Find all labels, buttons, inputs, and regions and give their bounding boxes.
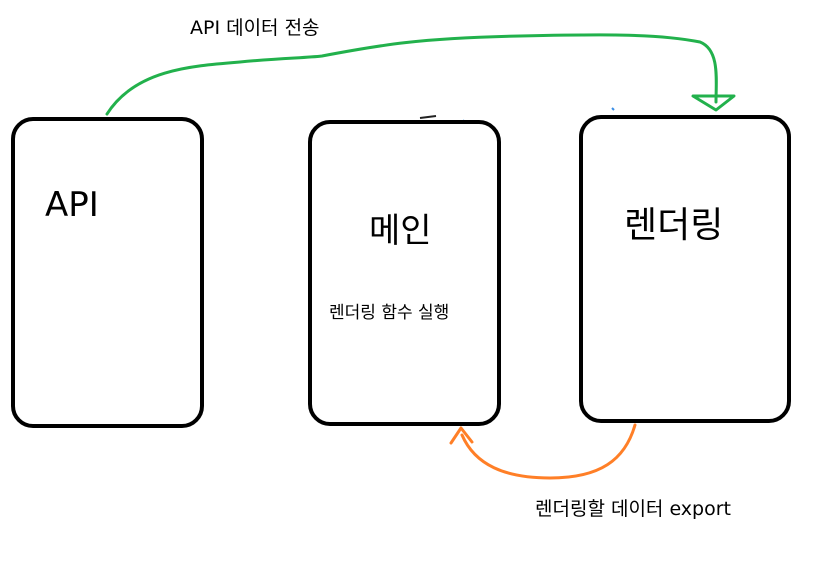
main-box xyxy=(308,120,501,426)
main-box-label: 메인 xyxy=(369,211,432,251)
render-to-main-arrow-label: 렌더링할 데이터 export xyxy=(535,498,731,520)
arrowhead-green xyxy=(691,94,736,112)
main-box-sublabel: 렌더링 함수 실행 xyxy=(329,303,450,323)
api-box-label: API xyxy=(45,185,99,225)
stray-mark xyxy=(419,115,437,119)
arrowhead-orange xyxy=(449,426,474,445)
stray-mark xyxy=(611,107,615,111)
arrow-render-to-main xyxy=(460,423,637,480)
render-box-label: 렌더링 xyxy=(624,205,724,246)
render-box xyxy=(579,115,791,423)
arrow-api-to-render xyxy=(105,33,718,116)
api-box xyxy=(11,117,204,428)
api-to-render-arrow-label: API 데이터 전송 xyxy=(190,17,320,39)
